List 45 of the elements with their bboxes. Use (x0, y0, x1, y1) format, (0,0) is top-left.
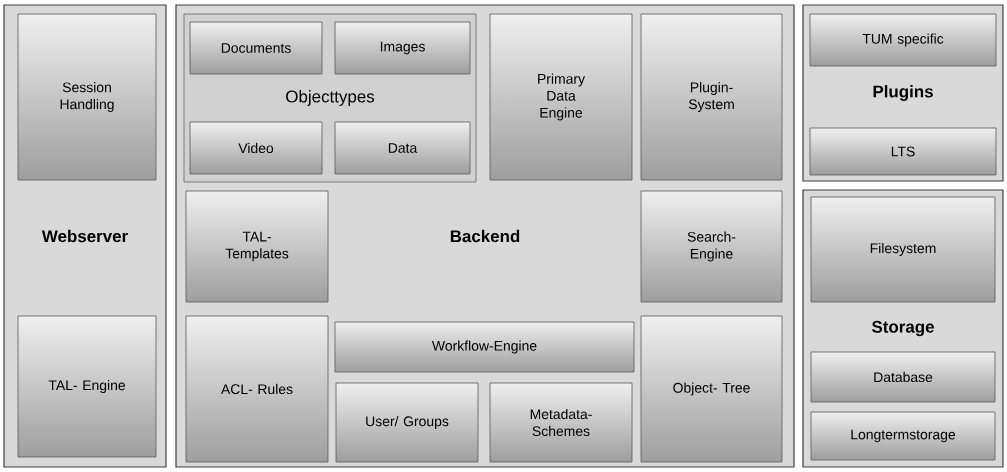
component-box (189, 121, 323, 175)
box-label: Documents (221, 43, 291, 53)
box-label: TAL- Engine (48, 380, 125, 393)
component-box (17, 13, 157, 181)
component-box (334, 121, 471, 175)
component-box (489, 382, 633, 463)
box-label: LTS (891, 146, 915, 157)
component-box (185, 315, 329, 463)
component-box (189, 21, 323, 75)
box-label: Database (874, 371, 933, 383)
component-box (185, 190, 329, 303)
box-label: Video (238, 142, 274, 154)
box-label: Workflow-Engine (432, 340, 537, 354)
box-label: Primary Data Engine (538, 73, 585, 121)
box-label: Metadata- Schemes (530, 408, 592, 437)
component-box (809, 127, 997, 176)
box-label: TAL- Templates (225, 231, 289, 262)
component-box (810, 351, 996, 403)
component-box (640, 13, 783, 181)
component-box (17, 315, 157, 458)
box-title: Plugins (873, 85, 933, 101)
component-box (810, 411, 996, 461)
component-box (334, 321, 635, 373)
component-box (810, 196, 996, 303)
box-label: Object- Tree (673, 382, 750, 396)
component-box (640, 315, 783, 463)
box-label: TUM specific (862, 33, 944, 47)
box-label: Longtermstorage (851, 429, 956, 443)
box-label: Filesystem (870, 243, 936, 256)
component-box (489, 13, 633, 181)
box-label: User/ Groups (366, 416, 449, 429)
box-title: Storage (871, 320, 934, 337)
box-label: Session Handling (60, 82, 114, 112)
box-label: Plugin- System (688, 82, 734, 112)
component-box (809, 13, 997, 67)
component-box (640, 190, 783, 303)
component-box (335, 382, 479, 463)
box-title: Objecttypes (286, 90, 375, 106)
box-label: Images (380, 41, 425, 55)
component-box (334, 21, 471, 75)
box-label: ACL- Rules (221, 383, 293, 395)
box-label: Data (388, 143, 418, 153)
box-title: Webserver (41, 229, 128, 243)
box-title: Backend (450, 229, 520, 243)
box-label: Search- Engine (687, 231, 736, 262)
